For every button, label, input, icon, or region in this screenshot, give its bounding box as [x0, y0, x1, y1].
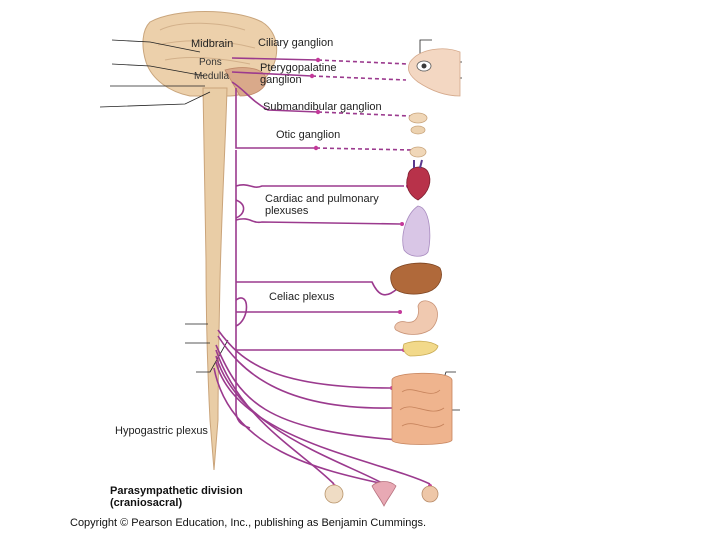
- heart-organ: [406, 159, 431, 201]
- label-celiac-plexus: Celiac plexus: [269, 291, 335, 303]
- label-pterygopalatine-line1: Pterygopalatine: [260, 62, 337, 74]
- reproductive-organ: [371, 481, 397, 507]
- label-cardiac-line1: Cardiac and pulmonary: [265, 193, 379, 205]
- label-pterygopalatine-line2: ganglion: [260, 74, 302, 86]
- brain: [142, 11, 278, 97]
- label-midbrain: Midbrain: [191, 38, 234, 50]
- caption-subtitle: (craniosacral): [110, 497, 183, 509]
- liver-organ: [390, 262, 442, 295]
- bladder-organ: [324, 484, 344, 504]
- caption-title: Parasympathetic division: [110, 485, 243, 497]
- pancreas-organ: [402, 340, 439, 357]
- label-cardiac-line2: plexuses: [265, 205, 309, 217]
- caption: Parasympathetic division (craniosacral): [110, 485, 243, 509]
- label-hypogastric-plexus: Hypogastric plexus: [115, 425, 208, 437]
- label-pons: Pons: [199, 57, 222, 68]
- label-medulla: Medulla: [194, 71, 230, 82]
- nerve-fibers: [213, 57, 431, 485]
- label-otic-ganglion: Otic ganglion: [276, 129, 341, 141]
- salivary-glands: [408, 112, 428, 158]
- genital-organ: [421, 485, 439, 503]
- stomach-organ: [394, 300, 438, 335]
- copyright-text: Copyright © Pearson Education, Inc., pub…: [70, 517, 427, 529]
- label-ciliary-ganglion: Ciliary ganglion: [258, 37, 334, 49]
- lung-organ: [402, 205, 431, 257]
- label-submandibular-ganglion: Submandibular ganglion: [263, 101, 382, 113]
- eye-organ: [408, 48, 461, 97]
- intestine-organ: [391, 372, 453, 445]
- spinal-cord: [202, 87, 228, 471]
